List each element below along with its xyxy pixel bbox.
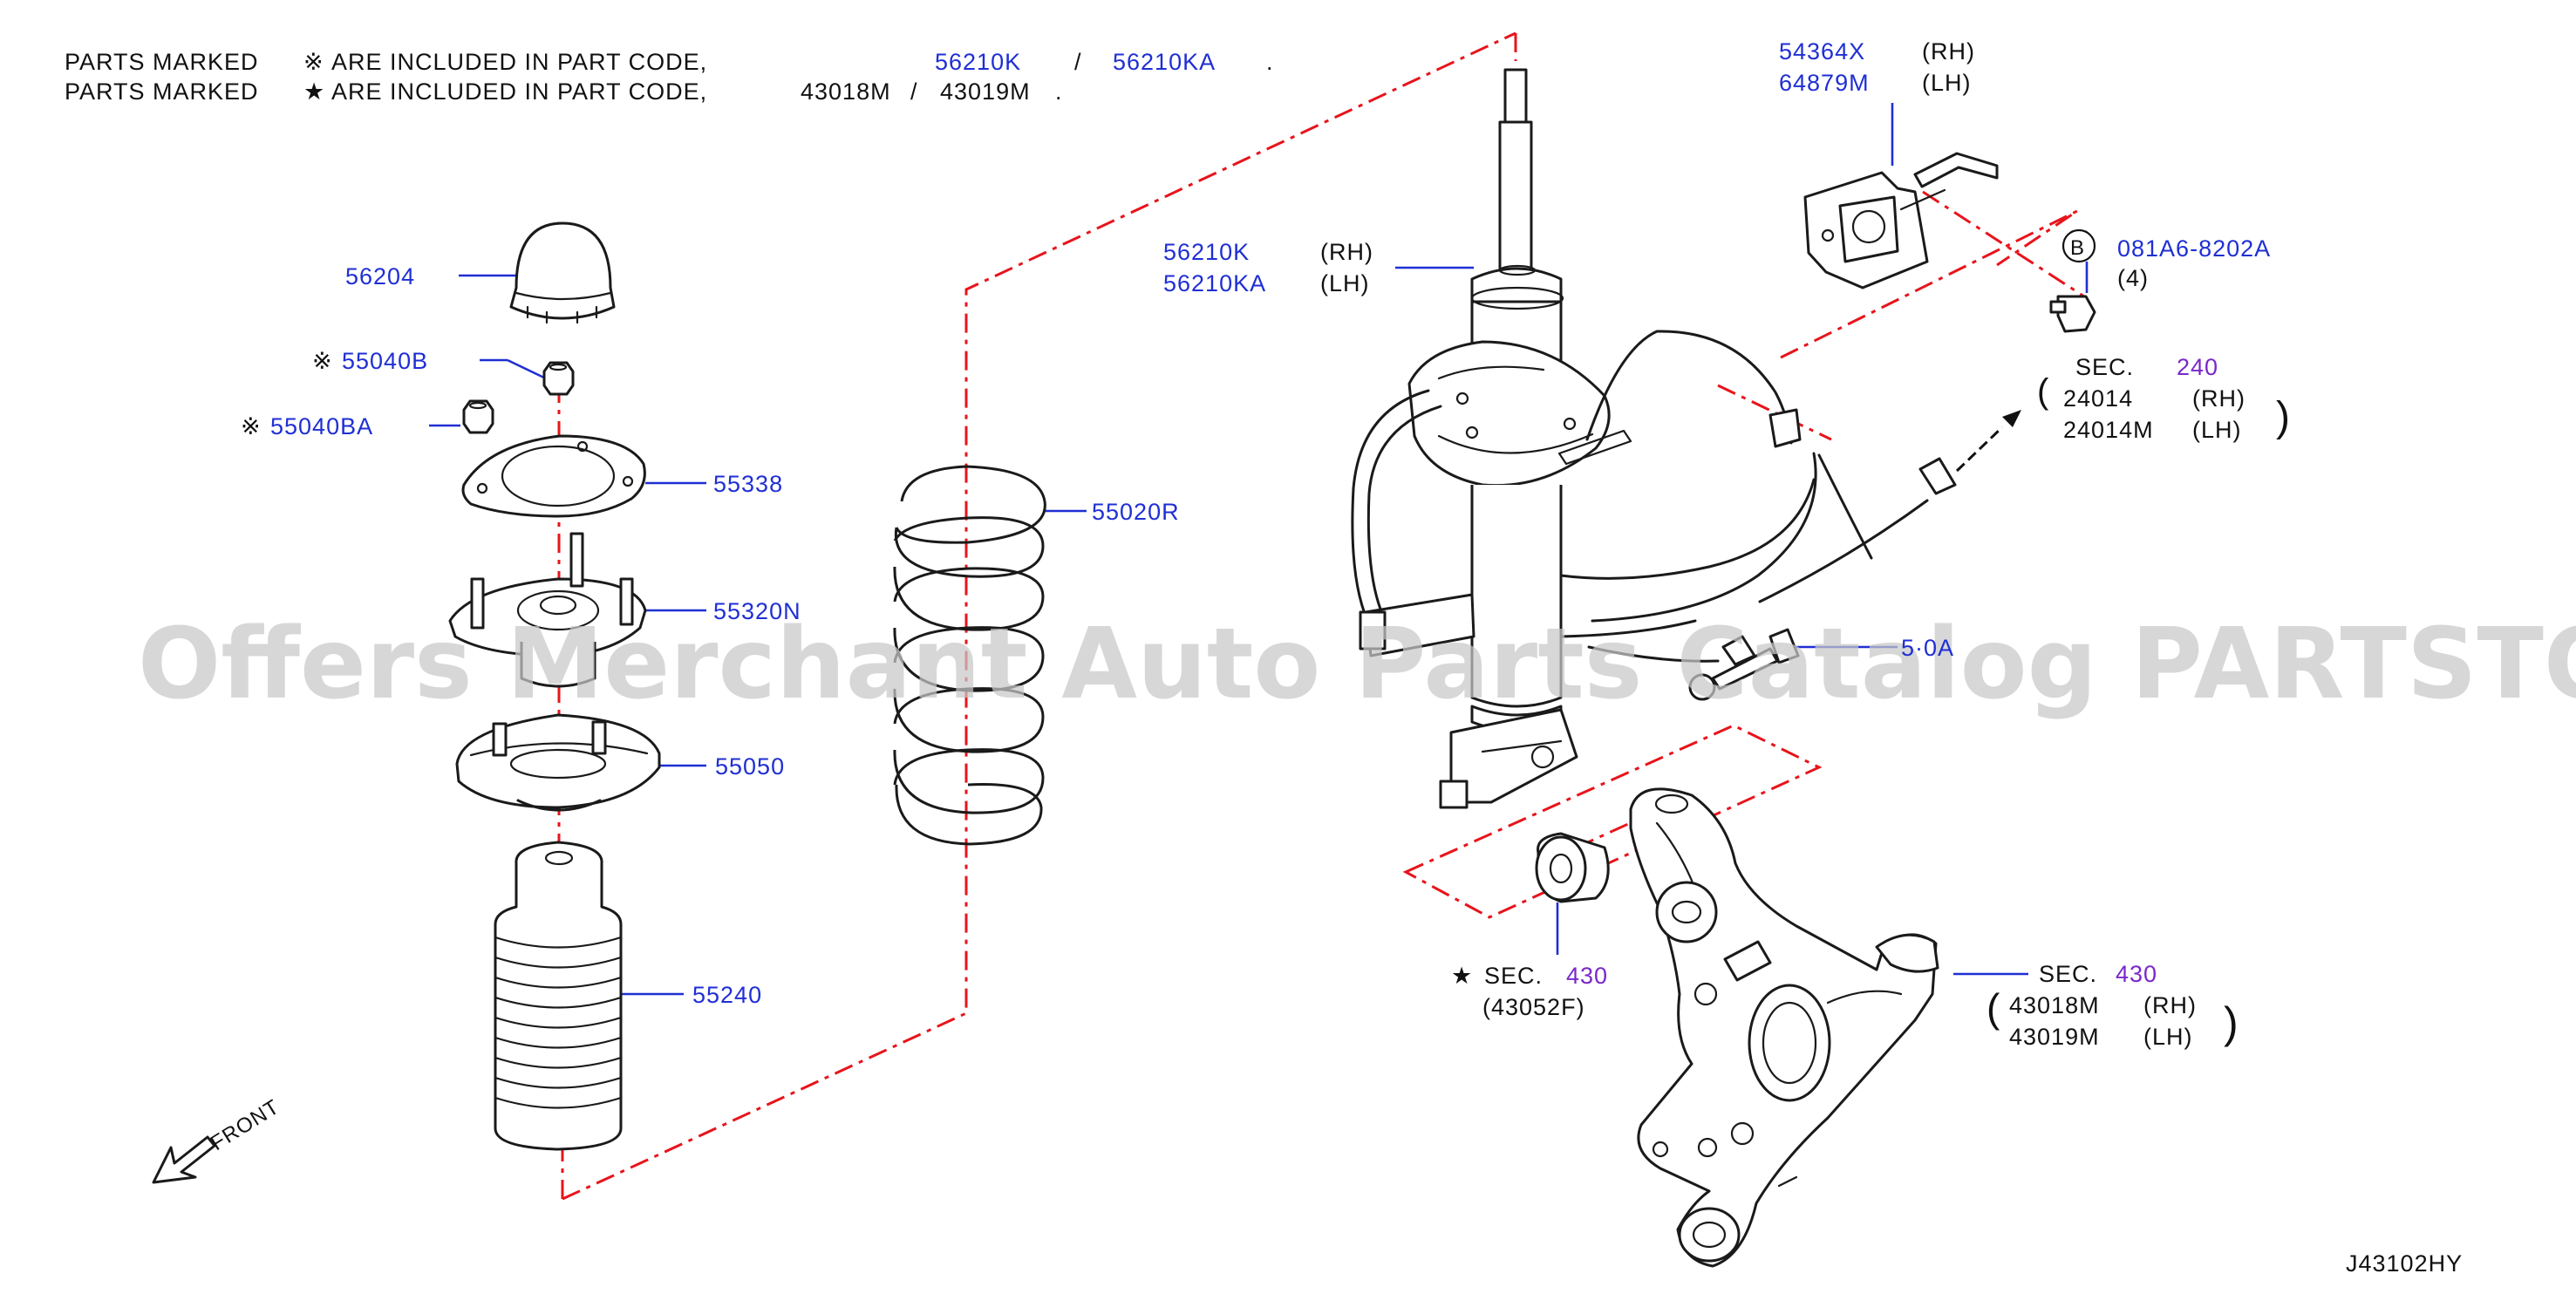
label-54364x-side: (RH): [1922, 38, 1975, 65]
note-1-code-rh[interactable]: 56210K: [935, 49, 1021, 75]
coil-spring-55020r[interactable]: [893, 465, 1046, 846]
phantom-plane-bushing: [1402, 724, 1823, 919]
label-knuckle-sec: SEC.: [2039, 961, 2097, 987]
mount-plate-55338[interactable]: [461, 434, 646, 518]
label-link-partial[interactable]: 5·0A: [1901, 635, 1954, 661]
label-55338[interactable]: 55338: [713, 471, 783, 497]
diagram-code: J43102HY: [2346, 1250, 2463, 1277]
label-55040ba[interactable]: 55040BA: [270, 413, 373, 439]
knuckle-43018m[interactable]: [1629, 787, 1939, 1268]
label-24014m: 24014M: [2063, 417, 2154, 443]
note-2-separator: /: [910, 78, 918, 105]
direction-arrow: [1955, 410, 2021, 473]
note-2-symbol: ★: [303, 78, 325, 105]
header-notes: PARTS MARKED ※ ARE INCLUDED IN PART CODE…: [65, 49, 1274, 105]
label-43052f: (43052F): [1482, 994, 1585, 1020]
label-43019m: 43019M: [2009, 1024, 2100, 1050]
knuckle-bracket-close: ): [2224, 998, 2239, 1047]
note-2-code-rh: 43018M: [801, 78, 891, 105]
label-081a6-8202a[interactable]: 081A6-8202A: [2117, 235, 2271, 262]
label-bolt-qty: (4): [2117, 265, 2149, 291]
label-bushing-mark: ★: [1451, 963, 1473, 989]
label-55320n[interactable]: 55320N: [713, 598, 801, 624]
label-56210ka-side: (LH): [1320, 270, 1370, 296]
label-43018m-side: (RH): [2143, 992, 2197, 1018]
strut-mount-55320n[interactable]: [448, 532, 647, 688]
note-1-text: ARE INCLUDED IN PART CODE,: [331, 49, 707, 75]
label-43018m: 43018M: [2009, 992, 2100, 1018]
label-55040ba-mark: ※: [241, 413, 262, 439]
label-24014-side: (RH): [2192, 385, 2245, 412]
phantom-line-bracket-b: [1717, 384, 1832, 441]
nut-55040ba[interactable]: [462, 399, 494, 434]
front-label: FRONT: [207, 1095, 284, 1155]
sensor-bracket-close: ): [2276, 394, 2291, 440]
label-55040b[interactable]: 55040B: [342, 348, 428, 374]
note-1-end: .: [1266, 49, 1274, 75]
dust-cap-56204[interactable]: [509, 221, 616, 324]
note-2-code-lh: 43019M: [940, 78, 1031, 105]
note-1-prefix: PARTS MARKED: [65, 49, 259, 75]
leader-lines: [429, 103, 2089, 996]
label-64879m-side: (LH): [1922, 70, 1972, 96]
label-54364x[interactable]: 54364X: [1779, 38, 1865, 65]
label-55040b-mark: ※: [312, 348, 333, 374]
bolt-081a6-8202a[interactable]: B: [2049, 228, 2096, 333]
part-labels: 56204 ※ 55040B ※ 55040BA 55338 55320N 55…: [241, 38, 2463, 1277]
label-24014m-side: (LH): [2192, 417, 2242, 443]
knuckle-bracket-open: (: [1987, 985, 2000, 1031]
nut-55040b[interactable]: [542, 361, 575, 396]
label-sec-240: SEC.: [2075, 354, 2134, 380]
bracket-54364x[interactable]: [1803, 152, 1999, 289]
note-2-end: .: [1055, 78, 1063, 105]
dust-boot-55240[interactable]: [494, 841, 623, 1151]
label-bushing-sec-num[interactable]: 430: [1566, 963, 1608, 989]
label-56210k-side: (RH): [1320, 239, 1373, 265]
strut-assembly-56210k[interactable]: [1351, 68, 1957, 809]
label-knuckle-sec-num[interactable]: 430: [2116, 961, 2157, 987]
note-2-prefix: PARTS MARKED: [65, 78, 259, 105]
label-56210ka[interactable]: 56210KA: [1163, 270, 1266, 296]
label-56204[interactable]: 56204: [345, 263, 415, 289]
sensor-bracket-open: (: [2037, 372, 2049, 411]
label-55240[interactable]: 55240: [692, 982, 762, 1008]
label-sec-240-num[interactable]: 240: [2177, 354, 2218, 380]
label-55050[interactable]: 55050: [715, 753, 785, 780]
note-1-symbol: ※: [303, 49, 324, 75]
label-24014: 24014: [2063, 385, 2133, 412]
bushing-43052f[interactable]: [1535, 832, 1610, 903]
label-bushing-sec: SEC.: [1484, 963, 1543, 989]
note-1-code-lh[interactable]: 56210KA: [1113, 49, 1216, 75]
phantom-line-bolt: [1922, 190, 2085, 298]
phantom-line-spring: [562, 31, 1516, 1201]
front-indicator: FRONT: [152, 1095, 284, 1184]
label-56210k[interactable]: 56210K: [1163, 239, 1250, 265]
note-2-text: ARE INCLUDED IN PART CODE,: [331, 78, 707, 105]
watermark: Offers Merchant Auto Parts Catalog PARTS…: [138, 608, 2576, 721]
label-64879m[interactable]: 64879M: [1779, 70, 1870, 96]
label-55020r[interactable]: 55020R: [1092, 499, 1180, 525]
label-43019m-side: (LH): [2143, 1024, 2193, 1050]
note-1-separator: /: [1074, 49, 1082, 75]
bolt-badge: B: [2070, 236, 2085, 260]
stabilizer-link[interactable]: [1688, 628, 1800, 701]
spring-seat-55050[interactable]: [455, 713, 661, 812]
